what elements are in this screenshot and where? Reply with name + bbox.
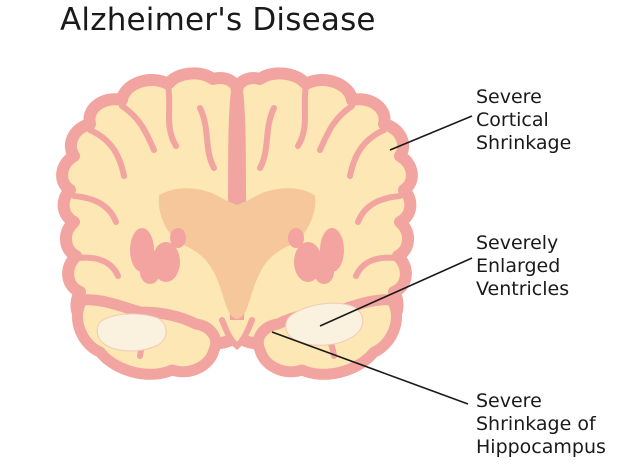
label-line: Ventricles [476,278,569,301]
label-line: Enlarged [476,255,569,278]
label-severe-shrinkage-of-hippocampus: Severe Shrinkage of Hippocampus [476,390,606,459]
left-hippocampus-cavity [97,314,166,351]
label-line: Shrinkage of [476,413,606,436]
label-line: Shrinkage [476,132,571,155]
label-line: Severely [476,232,569,255]
label-line: Severe [476,86,571,109]
label-severely-enlarged-ventricles: Severely Enlarged Ventricles [476,232,569,301]
label-line: Hippocampus [476,436,606,459]
label-severe-cortical-shrinkage: Severe Cortical Shrinkage [476,86,571,155]
label-line: Cortical [476,109,571,132]
label-line: Severe [476,390,606,413]
interhemispheric-fissure [233,84,236,196]
